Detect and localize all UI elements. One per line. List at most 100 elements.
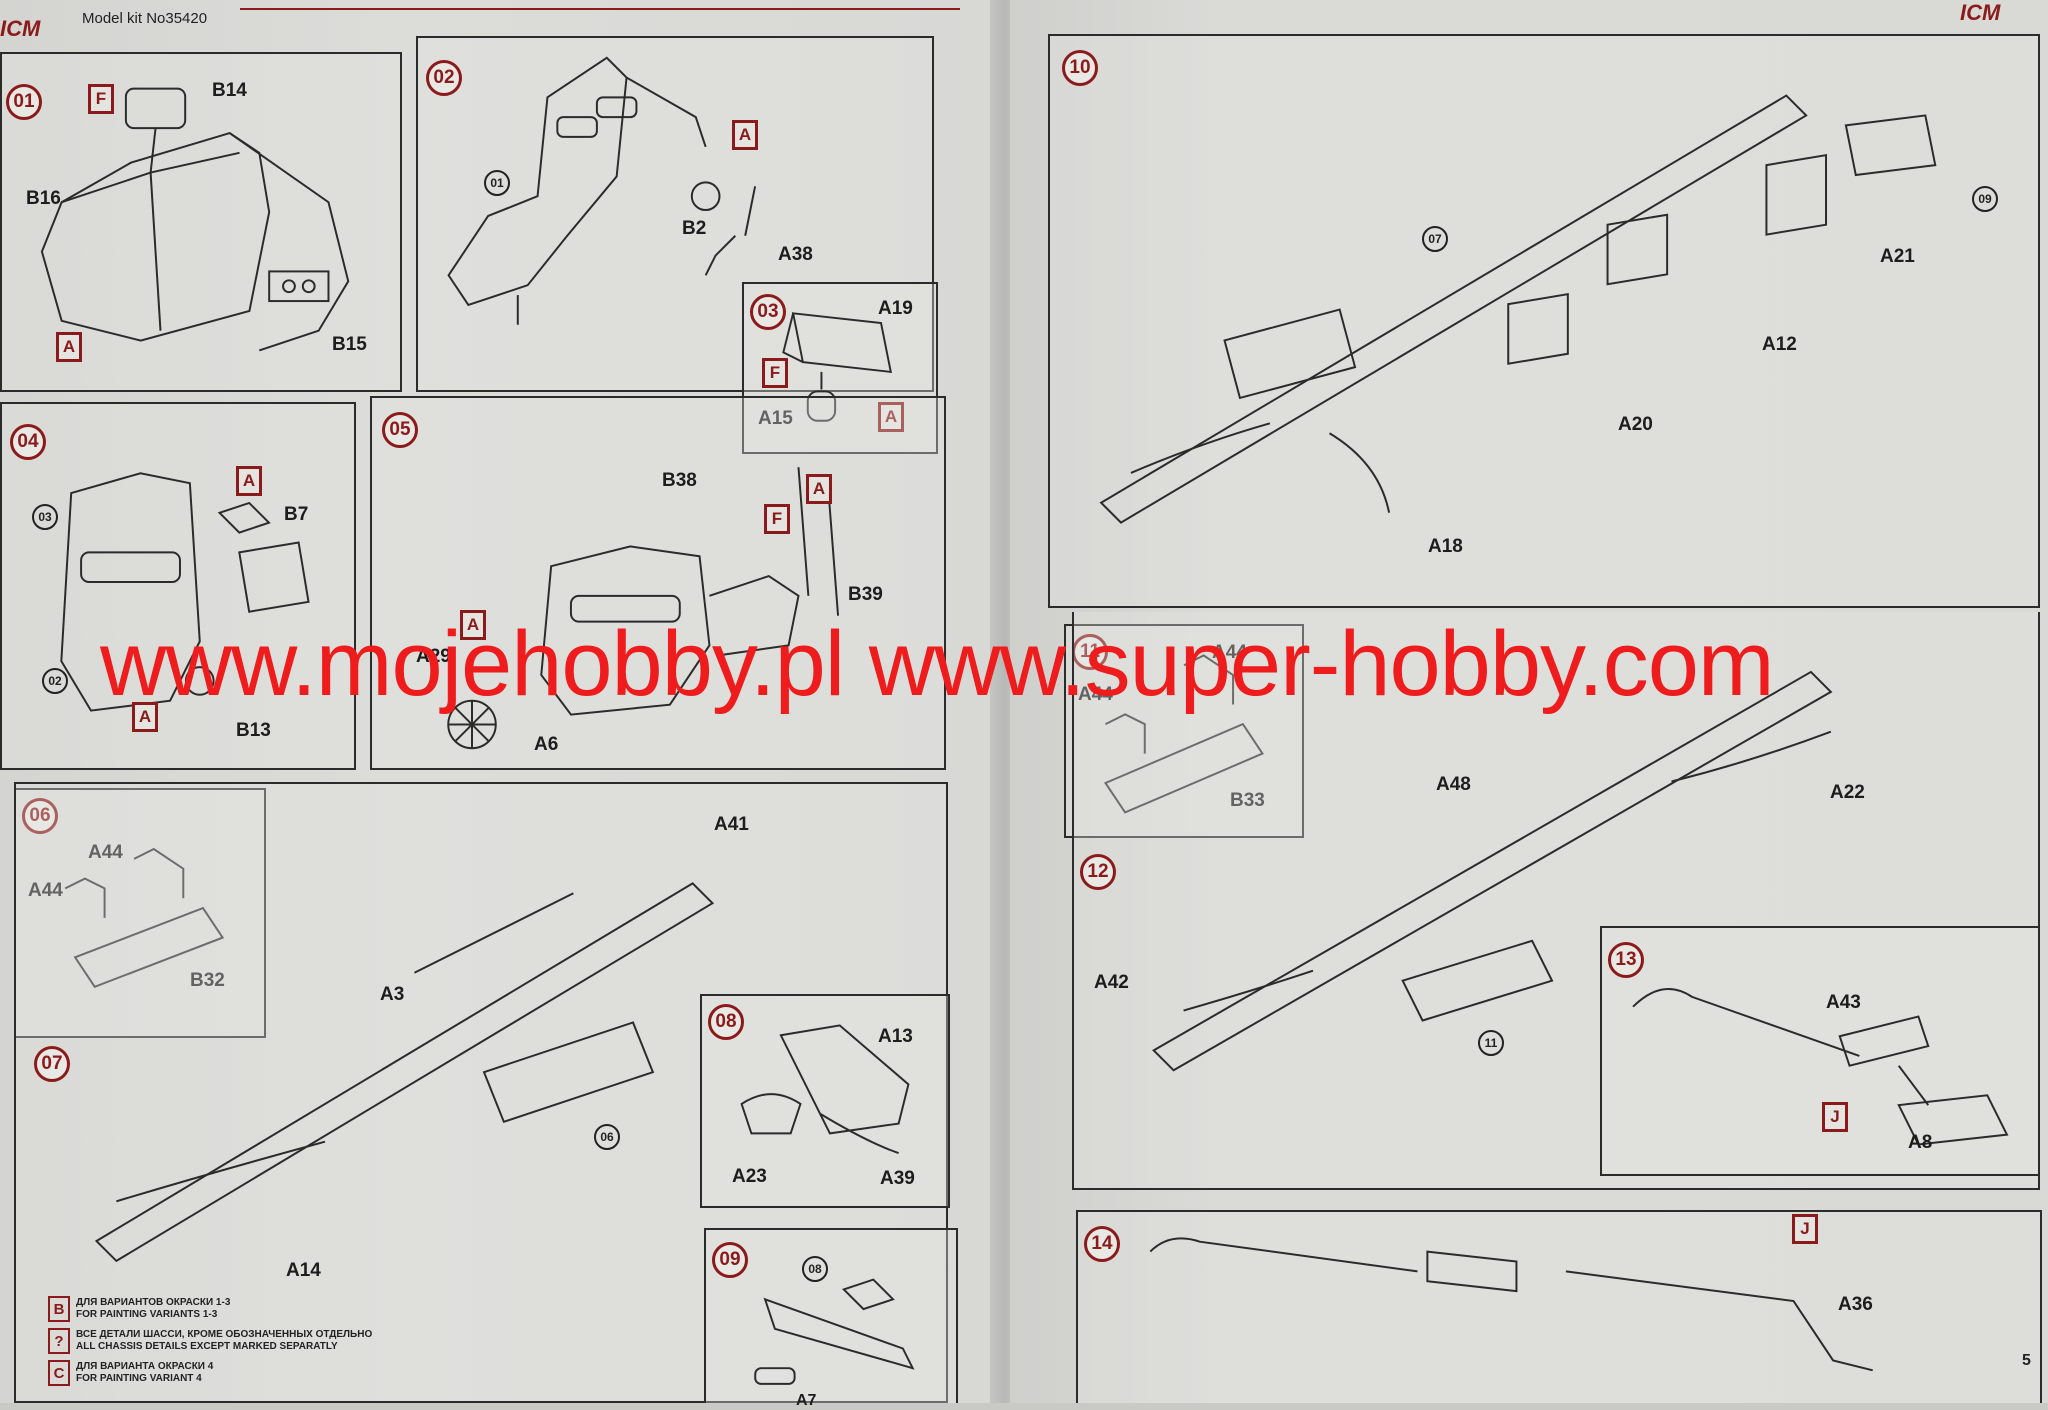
subassembly-ref-09: 09 (1972, 186, 1998, 212)
color-box-a: A (236, 466, 262, 496)
legend-text-ru: ДЛЯ ВАРИАНТОВ ОКРАСКИ 1-3 (76, 1297, 231, 1308)
subassembly-ref-06: 06 (594, 1124, 620, 1150)
step-number-13: 13 (1608, 942, 1644, 978)
legend-row: C ДЛЯ ВАРИАНТА ОКРАСКИ 4 FOR PAINTING VA… (48, 1358, 372, 1388)
step-number-04: 04 (10, 424, 46, 460)
panel-step-10: 10 07 09 A21 A12 A20 A18 (1048, 34, 2040, 608)
engine-block-drawing (40, 87, 350, 352)
legend-row: B ДЛЯ ВАРИАНТОВ ОКРАСКИ 1-3 FOR PAINTING… (48, 1294, 372, 1324)
color-box-a: A (56, 332, 82, 362)
part-label-b7: B7 (284, 504, 309, 525)
step-number-06: 06 (22, 798, 58, 834)
part-label-a12: A12 (1762, 334, 1797, 355)
panel-step-13: 13 A43 J A8 (1600, 926, 2040, 1176)
part-label-a7: A7 (796, 1392, 817, 1409)
bumper-drawing (754, 1278, 915, 1385)
part-label-a43: A43 (1826, 992, 1861, 1013)
panel-step-09: 09 08 A7 (704, 1228, 958, 1409)
step-number-02: 02 (426, 60, 462, 96)
part-label-b2: B2 (682, 218, 707, 239)
part-label-a22: A22 (1830, 782, 1865, 803)
part-label-b13: B13 (236, 720, 271, 741)
subassembly-ref-07: 07 (1422, 226, 1448, 252)
part-label-a44: A44 (1078, 684, 1113, 705)
right-page (1010, 0, 2048, 1403)
exhaust-pipe-drawing (1632, 988, 2009, 1146)
part-label-b16: B16 (26, 188, 61, 209)
legend-key: C (48, 1360, 70, 1386)
rear-chassis-drawing (1152, 670, 1833, 1072)
part-label-a42: A42 (1094, 972, 1129, 993)
part-label-a41: A41 (714, 814, 749, 835)
paint-variant-legend: B ДЛЯ ВАРИАНТОВ ОКРАСКИ 1-3 FOR PAINTING… (48, 1294, 372, 1390)
part-label-a38: A38 (778, 244, 813, 265)
step-number-05: 05 (382, 412, 418, 448)
step-number-08: 08 (708, 1004, 744, 1040)
step-number-14: 14 (1084, 1226, 1120, 1262)
legend-key: ? (48, 1328, 70, 1354)
panel-step-08: 08 A13 A23 A39 (700, 994, 950, 1208)
panel-step-02: 02 01 A B2 A38 (416, 36, 934, 392)
part-label-a23: A23 (732, 1166, 767, 1187)
color-box-f: F (762, 358, 788, 388)
subassembly-ref-08: 08 (802, 1256, 828, 1282)
bracket-plate-rear-drawing (1104, 654, 1264, 814)
part-label-a6: A6 (534, 734, 559, 755)
engine-with-fan-drawing (447, 467, 840, 750)
part-label-a21: A21 (1880, 246, 1915, 267)
legend-key: B (48, 1296, 70, 1322)
kit-number-label: Model kit No35420 (82, 10, 208, 27)
part-label-b15: B15 (332, 334, 367, 355)
part-label-b32: B32 (190, 970, 225, 991)
part-label-b33: B33 (1230, 790, 1265, 811)
part-label-a44: A44 (1212, 642, 1247, 663)
step-number-07: 07 (34, 1046, 70, 1082)
part-label-a3: A3 (380, 984, 405, 1005)
step-number-01: 01 (6, 84, 42, 120)
panel-step-11: 11 A44 A44 B33 (1064, 624, 1304, 838)
legend-text-ru: ДЛЯ ВАРИАНТА ОКРАСКИ 4 (76, 1361, 214, 1372)
subassembly-ref-01: 01 (484, 170, 510, 196)
part-label-a20: A20 (1618, 414, 1653, 435)
icm-logo-left: ICM (0, 16, 41, 41)
color-box-a: A (878, 402, 904, 432)
radiator-bracket-drawing (740, 1024, 910, 1154)
header-rule (240, 8, 960, 10)
color-box-f: F (88, 84, 114, 114)
part-label-b14: B14 (212, 80, 247, 101)
part-label-a44: A44 (88, 842, 123, 863)
step-number-12: 12 (1080, 854, 1116, 890)
subassembly-ref-03: 03 (32, 504, 58, 530)
panel-step-05: 05 B38 A F B39 A A29 A6 (370, 396, 946, 770)
subassembly-ref-11: 11 (1478, 1030, 1504, 1056)
panel-step-07: A41 A3 07 06 A14 (14, 782, 948, 1403)
legend-text-ru: ВСЕ ДЕТАЛИ ШАССИ, КРОМЕ ОБОЗНАЧЕННЫХ ОТД… (76, 1329, 373, 1340)
panel-step-04: 04 03 A B7 02 A B13 (0, 402, 356, 770)
panel-step-12: A48 A22 12 A42 11 (1072, 612, 2040, 1190)
part-label-a13: A13 (878, 1026, 913, 1047)
icm-logo-right: ICM (1960, 0, 2001, 25)
color-box-f: F (764, 504, 790, 534)
front-chassis-drawing (94, 882, 715, 1263)
part-label-a14: A14 (286, 1260, 321, 1281)
part-label-a48: A48 (1436, 774, 1471, 795)
legend-text-en: ALL CHASSIS DETAILS EXCEPT MARKED SEPARA… (76, 1341, 338, 1352)
step-number-03: 03 (750, 294, 786, 330)
part-label-b38: B38 (662, 470, 697, 491)
full-frame-rail-drawing (1099, 94, 1937, 524)
part-label-a18: A18 (1428, 536, 1463, 557)
step-number-11: 11 (1072, 634, 1108, 670)
bracket-plate-drawing (64, 847, 225, 989)
part-label-a19: A19 (878, 298, 913, 319)
panel-step-01: 01 F B14 B16 A B15 (0, 52, 402, 392)
exhaust-system-drawing (1149, 1237, 1873, 1372)
part-label-a29: A29 (416, 646, 451, 667)
panel-step-06: 06 A44 A44 B32 (14, 788, 266, 1038)
legend-row: ? ВСЕ ДЕТАЛИ ШАССИ, КРОМЕ ОБОЗНАЧЕННЫХ О… (48, 1326, 372, 1356)
color-box-a: A (460, 610, 486, 640)
part-label-a15: A15 (758, 408, 793, 429)
step-number-10: 10 (1062, 50, 1098, 86)
color-box-j: J (1792, 1214, 1818, 1244)
panel-step-14: 14 J A36 (1076, 1210, 2042, 1403)
page-number: 5 (2022, 1352, 2031, 1369)
